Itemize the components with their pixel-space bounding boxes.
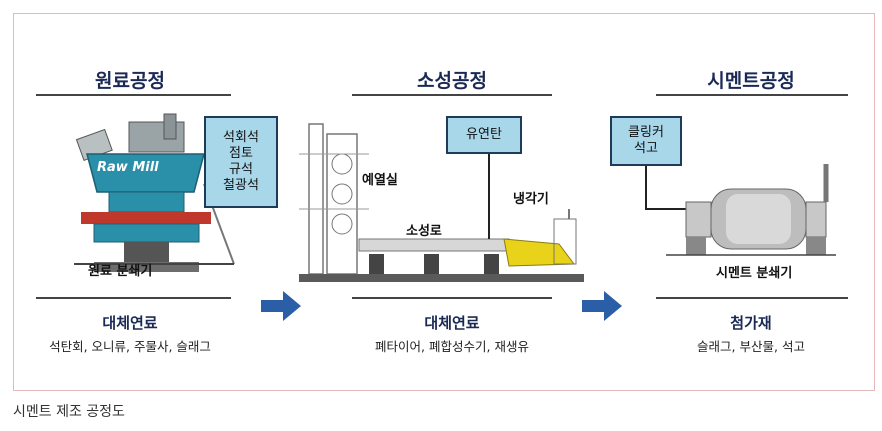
title-underline-cement <box>656 94 848 96</box>
kiln-illustration <box>299 123 584 282</box>
callout-item: 석고 <box>634 141 658 156</box>
fuel-callout: 유연탄 <box>446 116 522 154</box>
clinker-callout: 클링커 석고 <box>610 116 682 166</box>
callout-item: 규석 <box>229 162 253 177</box>
callout-item: 점토 <box>229 145 253 161</box>
cement-mill-label: 시멘트 분쇄기 <box>716 266 793 281</box>
kiln-label: 소성로 <box>406 224 442 239</box>
alt-items-cement: 슬래그, 부산물, 석고 <box>697 339 805 354</box>
callout-item: 유연탄 <box>466 126 502 142</box>
callout-item: 철광석 <box>223 178 259 194</box>
alt-title-raw: 대체연료 <box>102 314 158 332</box>
alt-items-raw: 석탄회, 오니류, 주물사, 슬래그 <box>49 339 211 354</box>
title-underline-raw <box>36 94 231 96</box>
stage-title-cement: 시멘트공정 <box>707 70 795 92</box>
raw-mill-nameplate: Raw Mill <box>97 160 159 175</box>
raw-materials-callout: 석회석 점토 규석 철광석 <box>204 116 278 208</box>
callout-item: 석회석 <box>223 129 259 145</box>
title-underline-kiln <box>352 94 552 96</box>
callout-item: 클링커 <box>628 124 664 140</box>
alt-title-cement: 첨가재 <box>730 314 772 332</box>
raw-mill-label: 원료 분쇄기 <box>88 264 153 279</box>
alt-items-kiln: 폐타이어, 폐합성수기, 재생유 <box>375 339 529 354</box>
cooler-label: 냉각기 <box>513 192 549 207</box>
flow-arrow-icon <box>261 291 301 321</box>
stage-title-kiln: 소성공정 <box>417 70 487 92</box>
section-divider-kiln <box>352 297 552 299</box>
cement-mill-illustration <box>645 164 836 256</box>
diagram-frame: 원료공정 Raw Mill 원료 분쇄기 석회석 점토 규석 철광석 대체연료 … <box>13 13 875 391</box>
preheater-label: 예열실 <box>362 173 398 188</box>
figure-caption: 시멘트 제조 공정도 <box>13 404 125 420</box>
section-divider-cement <box>656 297 848 299</box>
alt-title-kiln: 대체연료 <box>424 314 480 332</box>
section-divider-raw <box>36 297 231 299</box>
stage-title-raw: 원료공정 <box>95 70 165 92</box>
flow-arrow-icon <box>582 291 622 321</box>
